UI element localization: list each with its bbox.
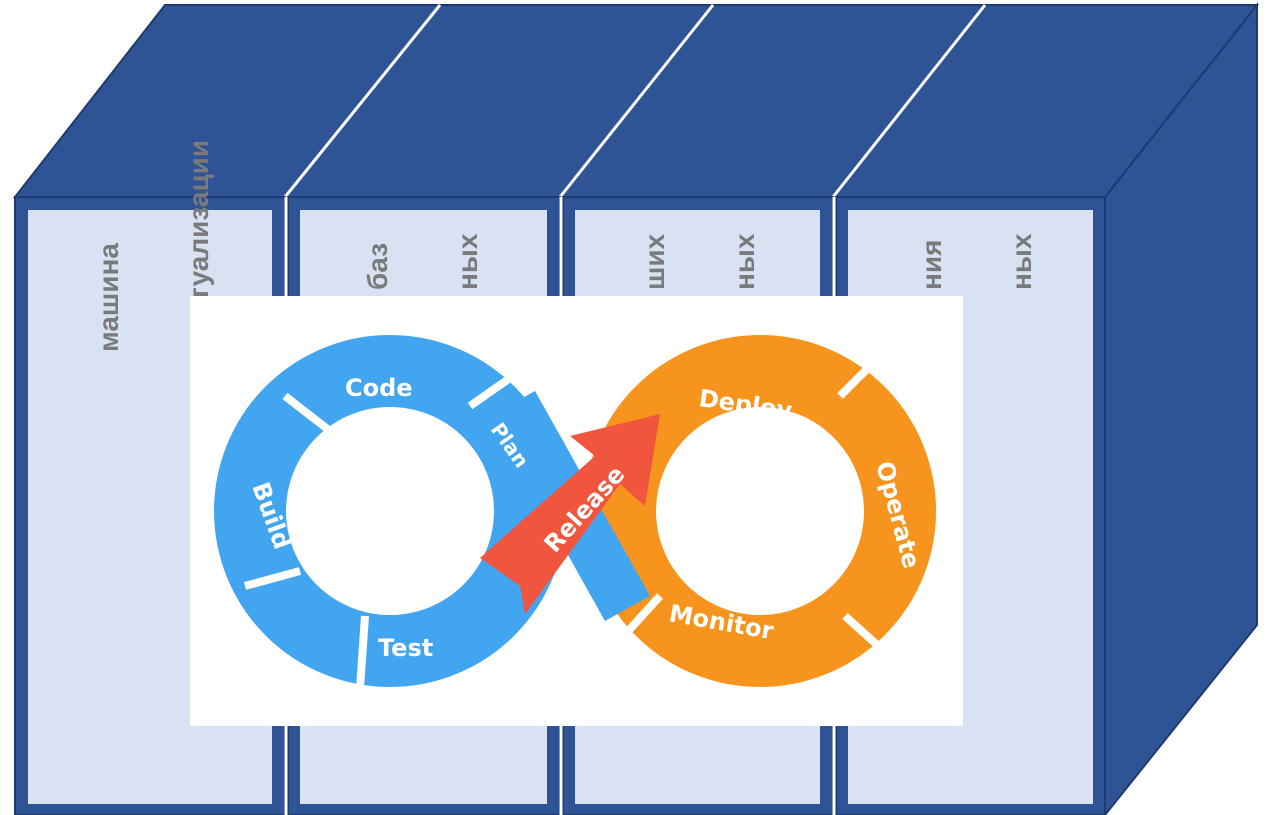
panel-2-label: баз ных xyxy=(303,234,543,290)
panel-4-label-line2: ных xyxy=(1006,233,1037,290)
panel-2-label-line1: баз xyxy=(362,242,393,290)
release-arrow xyxy=(480,414,660,614)
panel-4-label-line1: ния xyxy=(916,239,947,290)
loop-label-code: Code xyxy=(345,374,413,402)
panel-3-label-line1: ших xyxy=(639,233,670,290)
left-loop-ring xyxy=(214,335,566,687)
devops-loop-image: Code Build Test Plan Release Deploy Oper… xyxy=(190,296,963,726)
loop-label-test: Test xyxy=(378,634,433,662)
loop-segment-cuts xyxy=(243,353,898,689)
panel-1-label-line1: машина xyxy=(93,243,124,352)
panel-3-label: ших ных xyxy=(580,234,820,290)
panel-4-label: ния ных xyxy=(857,234,1097,290)
right-loop-ring xyxy=(584,335,936,687)
devops-infinity-loop: Code Build Test Plan Release Deploy Oper… xyxy=(214,335,936,689)
panel-2-label-line2: ных xyxy=(452,233,483,290)
panel-3-label-line2: ных xyxy=(729,233,760,290)
